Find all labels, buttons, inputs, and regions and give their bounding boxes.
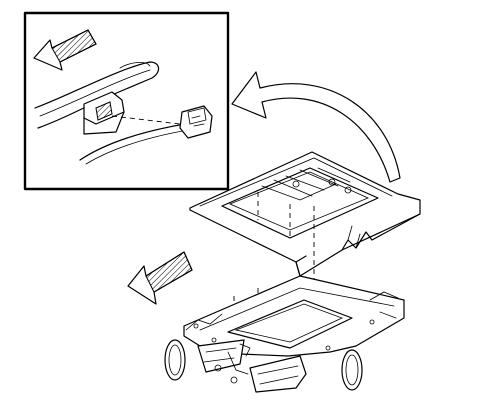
- visor-arm-bracket: [34, 61, 160, 135]
- wiring-harness: [79, 115, 189, 165]
- grab-handle-left: [164, 339, 186, 381]
- sun-visor-right: [249, 355, 307, 393]
- roof-opening: [221, 167, 379, 239]
- grab-handle-right: [341, 349, 363, 391]
- connector-alignment-line: [111, 115, 181, 125]
- detail-inset: [23, 11, 230, 191]
- front-direction-arrow-icon: [127, 251, 193, 305]
- electrical-connector: [179, 105, 213, 139]
- visor-hardware: [214, 343, 251, 384]
- headliner-opening: [227, 299, 353, 349]
- sun-visor-left: [197, 339, 245, 373]
- front-direction-arrow-icon: [33, 29, 97, 71]
- detail-callout-arrow-icon: [231, 71, 401, 183]
- vehicle-roof: [189, 151, 421, 277]
- fasteners: [193, 319, 375, 351]
- headliner: [183, 275, 405, 357]
- detail-inset-frame: [23, 11, 230, 191]
